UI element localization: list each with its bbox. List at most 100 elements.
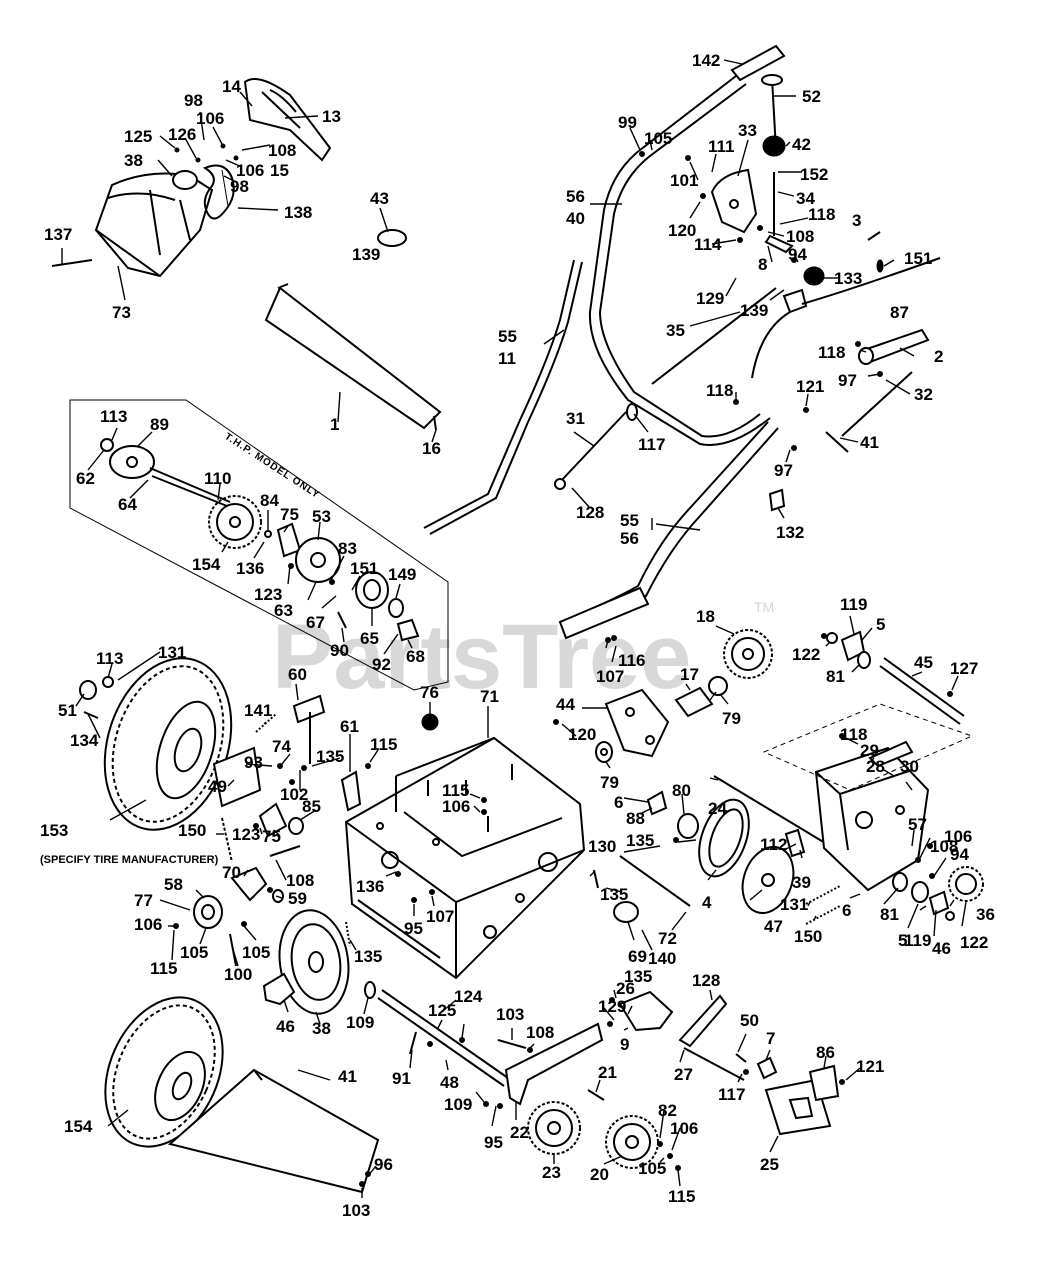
callout-132: 132	[776, 523, 804, 542]
callout-92: 92	[372, 655, 391, 674]
callout-64: 64	[118, 495, 137, 514]
callout-55a: 55	[498, 327, 517, 346]
callout-94a: 94	[788, 245, 807, 264]
callout-142: 142	[692, 51, 720, 70]
callout-135a: 135	[316, 747, 344, 766]
callout-38b: 38	[312, 1019, 331, 1038]
callout-121a: 121	[796, 377, 824, 396]
callout-53: 53	[312, 507, 331, 526]
callout-131: 131	[158, 643, 186, 662]
callout-107a: 107	[426, 907, 454, 926]
callout-115c: 115	[150, 959, 177, 978]
callout-131b: 131	[780, 895, 808, 914]
callout-110: 110	[204, 469, 231, 488]
callout-151a: 151	[904, 249, 932, 268]
callout-134: 134	[70, 731, 99, 750]
callout-44: 44	[556, 695, 575, 714]
tire-note-number: 153	[40, 821, 68, 840]
callout-20: 20	[590, 1165, 609, 1184]
callout-25: 25	[760, 1155, 779, 1174]
callout-77: 77	[134, 891, 153, 910]
callout-7: 7	[766, 1029, 775, 1048]
callout-117b: 117	[718, 1085, 745, 1104]
callout-152: 152	[800, 165, 828, 184]
callout-49: 49	[208, 777, 227, 796]
callout-9: 9	[620, 1035, 629, 1054]
callout-81a: 81	[826, 667, 845, 686]
callout-79a: 79	[722, 709, 741, 728]
callout-16: 16	[422, 439, 441, 458]
callout-84: 84	[260, 491, 279, 510]
callout-121b: 121	[856, 1057, 884, 1076]
callout-118b: 118	[818, 343, 845, 362]
callout-57: 57	[908, 815, 927, 834]
callout-123a: 123	[254, 585, 282, 604]
callout-108d: 108	[930, 837, 958, 856]
callout-96: 96	[374, 1155, 393, 1174]
main-frame	[340, 702, 586, 980]
callout-118a: 118	[808, 205, 835, 224]
callout-14: 14	[222, 77, 241, 96]
callout-51: 51	[58, 701, 77, 720]
callout-6b: 6	[842, 901, 851, 920]
callout-82: 82	[658, 1101, 677, 1120]
callout-91: 91	[392, 1069, 411, 1088]
callout-40: 40	[566, 209, 585, 228]
callout-151b: 151	[350, 559, 378, 578]
callout-28: 28	[866, 757, 885, 776]
callout-59: 59	[288, 889, 307, 908]
callout-135b: 135	[354, 947, 382, 966]
callout-70: 70	[222, 863, 241, 882]
chute-assembly	[51, 78, 407, 301]
callout-109a: 109	[346, 1013, 374, 1032]
callout-43: 43	[370, 189, 389, 208]
callout-105b: 105	[180, 943, 208, 962]
callout-140: 140	[648, 949, 676, 968]
callout-141: 141	[244, 701, 272, 720]
callout-23: 23	[542, 1163, 561, 1182]
callout-118d: 118	[840, 725, 867, 744]
callout-115a: 115	[370, 735, 397, 754]
callout-75b: 75	[262, 827, 281, 846]
callout-128b: 128	[692, 971, 720, 990]
callout-18: 18	[696, 607, 715, 626]
callout-41b: 41	[338, 1067, 357, 1086]
callout-127: 127	[950, 659, 978, 678]
callout-65: 65	[360, 629, 379, 648]
callout-105c: 105	[242, 943, 270, 962]
callout-60: 60	[288, 665, 307, 684]
callout-108c: 108	[286, 871, 314, 890]
watermark-text: PartsTree	[272, 606, 691, 708]
wheel-drive-left	[75, 651, 376, 1025]
callout-11: 11	[498, 349, 516, 368]
callout-130: 130	[588, 837, 616, 856]
callout-106c: 106	[442, 797, 470, 816]
callout-129b: 129	[598, 997, 626, 1016]
callout-39: 39	[792, 873, 811, 892]
callout-5b: 5	[898, 931, 907, 950]
callout-133: 133	[834, 269, 862, 288]
callout-137: 137	[44, 225, 72, 244]
callout-72: 72	[658, 929, 677, 948]
callout-26: 26	[616, 979, 635, 998]
callout-126: 126	[168, 125, 196, 144]
callout-74: 74	[272, 737, 291, 756]
panel-1	[264, 283, 442, 443]
callout-21: 21	[598, 1063, 617, 1082]
callout-45: 45	[914, 653, 933, 672]
callout-55b: 55	[620, 511, 639, 530]
callout-120a: 120	[668, 221, 696, 240]
callout-135c: 135	[626, 831, 654, 850]
callout-30: 30	[900, 757, 919, 776]
callout-103b: 103	[342, 1201, 370, 1220]
callout-63: 63	[274, 601, 293, 620]
callout-24: 24	[708, 799, 727, 818]
callout-98a: 98	[184, 91, 203, 110]
callout-5a: 5	[876, 615, 885, 634]
callout-88: 88	[626, 809, 645, 828]
callout-129a: 129	[696, 289, 724, 308]
callout-68: 68	[406, 647, 425, 666]
callout-85: 85	[302, 797, 321, 816]
